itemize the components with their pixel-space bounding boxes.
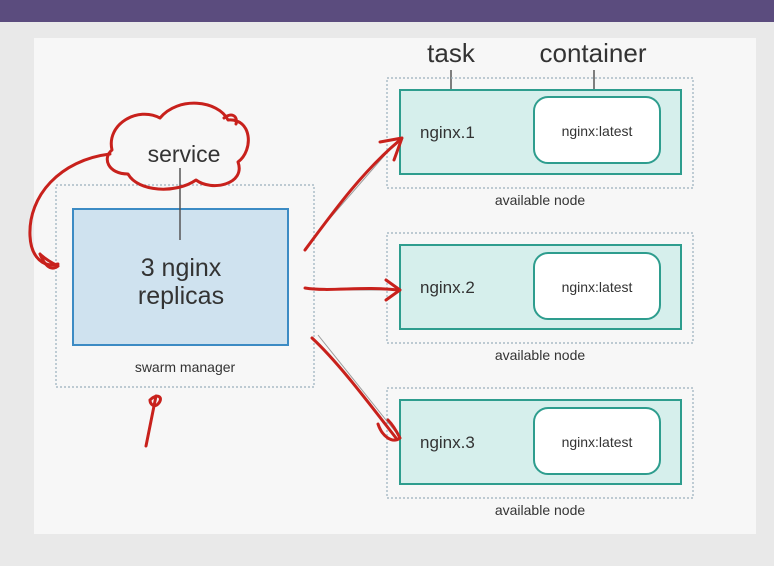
container-image: nginx:latest <box>562 279 633 295</box>
bottom-arrow-head <box>148 394 162 408</box>
arrow-to-node-3 <box>310 336 398 440</box>
arrow-to-node-1 <box>303 138 402 252</box>
gray-link-3 <box>317 334 399 436</box>
container-box <box>533 407 661 475</box>
manager-box-line-2: replicas <box>138 282 224 310</box>
arrow-to-node-2 <box>303 286 400 292</box>
node-2: nginx.2 nginx:latest available node <box>386 232 694 363</box>
container-image: nginx:latest <box>562 123 633 139</box>
node-caption: available node <box>495 192 586 208</box>
node-caption: available node <box>495 347 586 363</box>
container-box <box>533 252 661 320</box>
service-label: service <box>148 141 221 167</box>
container-image: nginx:latest <box>562 434 633 450</box>
arrow-head-1 <box>378 136 404 162</box>
task-name: nginx.3 <box>420 433 475 452</box>
manager-box-line-1: 3 nginx <box>141 254 222 282</box>
task-label: task <box>427 38 476 68</box>
node-region <box>386 77 694 189</box>
node-region <box>386 387 694 499</box>
service-circle-scribble <box>105 101 250 191</box>
header-bar <box>0 0 774 22</box>
container-box <box>533 96 661 164</box>
arrow-head-2 <box>384 278 402 302</box>
task-name: nginx.2 <box>420 278 475 297</box>
red-annotations <box>28 101 404 448</box>
task-name: nginx.1 <box>420 123 475 142</box>
node-3: nginx.3 nginx:latest available node <box>386 387 694 518</box>
node-1: nginx.1 nginx:latest available node <box>386 77 694 208</box>
arrow-head-3 <box>376 418 402 442</box>
node-caption: available node <box>495 502 586 518</box>
swarm-manager-label: swarm manager <box>135 359 236 375</box>
left-arrow-head <box>38 252 60 270</box>
container-label: container <box>540 38 647 68</box>
